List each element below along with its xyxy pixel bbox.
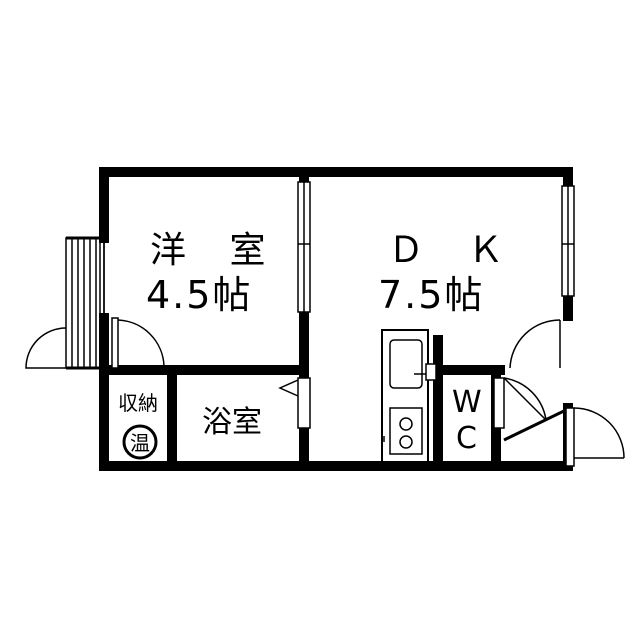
balcony-door xyxy=(25,327,67,369)
stove-icon xyxy=(389,407,423,455)
water-heater-icon: 温 xyxy=(122,424,158,460)
storage-name: 収納 xyxy=(118,391,158,415)
sink-icon xyxy=(389,339,423,389)
western-room-name: 洋 室 xyxy=(150,230,281,271)
left-window xyxy=(99,238,105,318)
counter-wall-stub xyxy=(425,363,437,381)
western-room-size: 4.5帖 xyxy=(146,273,252,317)
bathroom-door xyxy=(278,377,311,429)
kitchen-counter xyxy=(381,329,429,463)
wc-label-line2: C xyxy=(456,421,477,456)
wc-door xyxy=(493,377,547,429)
dk-size: 7.5帖 xyxy=(378,273,484,317)
bathroom-name: 浴室 xyxy=(202,405,262,440)
western-room-door xyxy=(111,317,165,369)
dk-window xyxy=(561,185,575,297)
entrance xyxy=(503,407,625,467)
dk-entrance-door xyxy=(509,319,561,369)
water-heater-label: 温 xyxy=(130,431,150,455)
dk-name: Ｄ Ｋ xyxy=(388,230,519,271)
balcony xyxy=(65,236,105,370)
sliding-door-western-dk xyxy=(297,181,311,313)
wc-label-line1: W xyxy=(452,385,482,420)
